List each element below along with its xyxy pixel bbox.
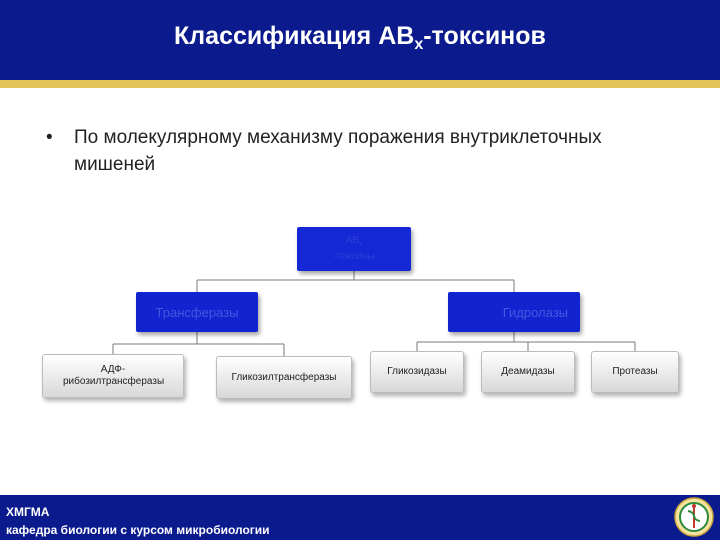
glycosidases-label: Гликозидазы [387,366,447,377]
adp-ribosyltransferases-label: АДФ-рибозилтрансферазы [63,364,165,387]
title-subscript: x [414,36,424,53]
glycosyltransferases-label: Гликозилтрансферазы [231,371,337,383]
root-label-main: AB [345,235,359,246]
root-node: ABx -токсины [297,227,411,271]
proteases-node: Протеазы [591,351,679,393]
footer-bar [0,495,720,540]
hydrolases-node: Гидролазы [448,292,580,332]
glycosidases-node: Гликозидазы [370,351,464,393]
hydrolases-label: Гидролазы [502,304,568,320]
proteases-label: Протеазы [612,366,658,377]
footer-institution: ХМГМА [6,505,50,519]
glycosyltransferases-node: Гликозилтрансферазы [216,356,352,399]
header-gold-stripe [0,80,720,88]
transferases-node: Трансферазы [136,292,258,332]
footer-text: ХМГМА кафедра биологии с курсом микробио… [6,503,270,539]
root-label-rest: -токсины [333,251,375,262]
bullet-text: По молекулярному механизму поражения вну… [74,127,602,175]
transferases-label: Трансферазы [155,304,239,320]
title-main: Классификация AB [174,22,415,50]
title-rest: -токсинов [423,22,546,50]
slide-title: Классификация ABx-токсинов [0,22,720,54]
bullet-marker: • [46,127,53,148]
header-bar [0,0,720,80]
university-emblem-icon [674,497,714,537]
adp-ribosyltransferases-node: АДФ-рибозилтрансферазы [42,354,184,398]
deamidases-node: Деамидазы [481,351,575,393]
root-label-sub: x [358,241,363,248]
footer-department: кафедра биологии с курсом микробиологии [6,523,270,537]
deamidases-label: Деамидазы [501,366,555,377]
